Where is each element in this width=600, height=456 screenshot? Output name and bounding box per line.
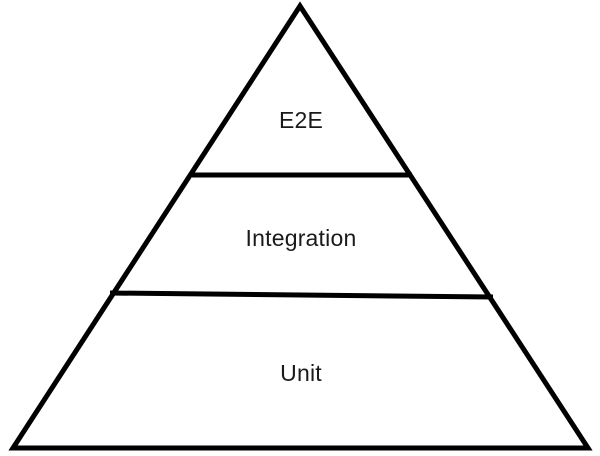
tier-label-integration: Integration bbox=[246, 225, 357, 251]
tier-label-unit: Unit bbox=[280, 360, 322, 386]
tier-label-e2e: E2E bbox=[279, 107, 323, 133]
pyramid-outline bbox=[8, 1, 593, 451]
divider-integration-unit bbox=[109, 290, 494, 300]
